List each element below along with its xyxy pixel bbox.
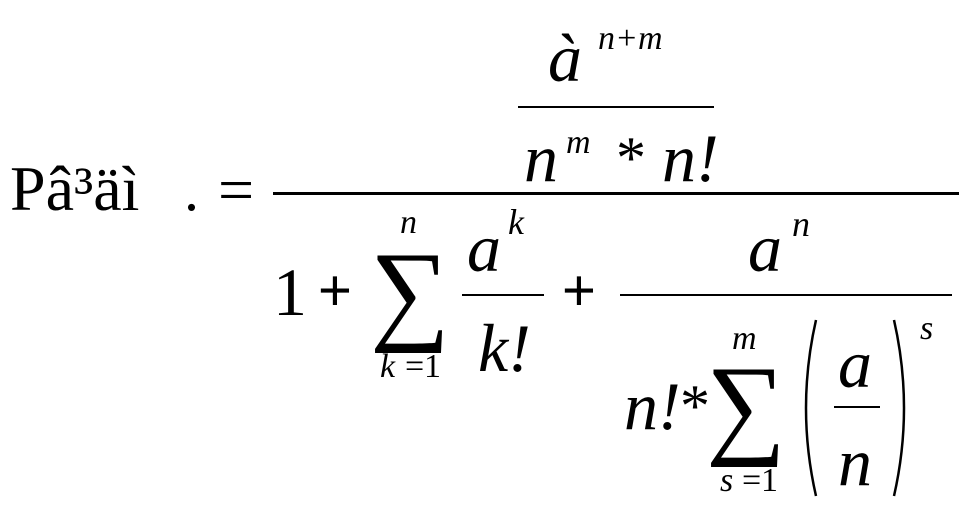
sum2-lower-var: s <box>720 462 734 499</box>
denominator-plus-1: + <box>318 258 352 323</box>
power-s: s <box>920 310 934 347</box>
sum1-lower-var: k <box>380 348 396 385</box>
inner-fraction-bar <box>834 406 880 408</box>
sum1-lower-one: 1 <box>424 348 441 385</box>
inner-n: n <box>838 424 872 500</box>
sum2-sigma: ∑ <box>706 344 786 468</box>
numerator-fraction-bar <box>518 106 714 108</box>
numerator-m-exponent: m <box>566 124 591 161</box>
frac1-k-factorial: k! <box>478 310 531 386</box>
lhs-dot: . <box>184 157 199 223</box>
lhs-label: Pâ³äì <box>10 153 140 224</box>
equals-sign: = <box>218 154 255 225</box>
right-paren <box>892 319 906 497</box>
denominator-one: 1 <box>273 254 307 330</box>
sum2-lower-eq: = <box>742 462 762 499</box>
left-paren <box>804 319 818 497</box>
frac1-a: a <box>467 210 501 286</box>
frac2-n-factorial: n! <box>624 368 681 444</box>
sum1-sigma: ∑ <box>370 230 450 354</box>
numerator-n-factorial: n! <box>662 120 719 196</box>
numerator-a-grave: à <box>548 20 582 96</box>
inner-a: a <box>838 326 872 402</box>
frac2-bar <box>620 294 952 296</box>
numerator-star: * <box>616 125 646 191</box>
frac1-k-exponent: k <box>508 202 524 242</box>
sum1-lower-eq: = <box>405 348 425 385</box>
numerator-n: n <box>524 120 558 196</box>
sum2-lower-one: 1 <box>761 462 778 499</box>
frac2-n-exponent: n <box>792 204 810 244</box>
frac2-a: a <box>748 210 782 286</box>
frac1-bar <box>462 294 544 296</box>
sum2-upper-limit: m <box>732 320 757 357</box>
main-fraction-bar <box>273 192 959 195</box>
numerator-exponent: n+m <box>598 20 663 57</box>
sum1-upper-limit: n <box>400 204 417 241</box>
denominator-plus-2: + <box>562 258 596 323</box>
frac2-star: * <box>680 373 710 439</box>
